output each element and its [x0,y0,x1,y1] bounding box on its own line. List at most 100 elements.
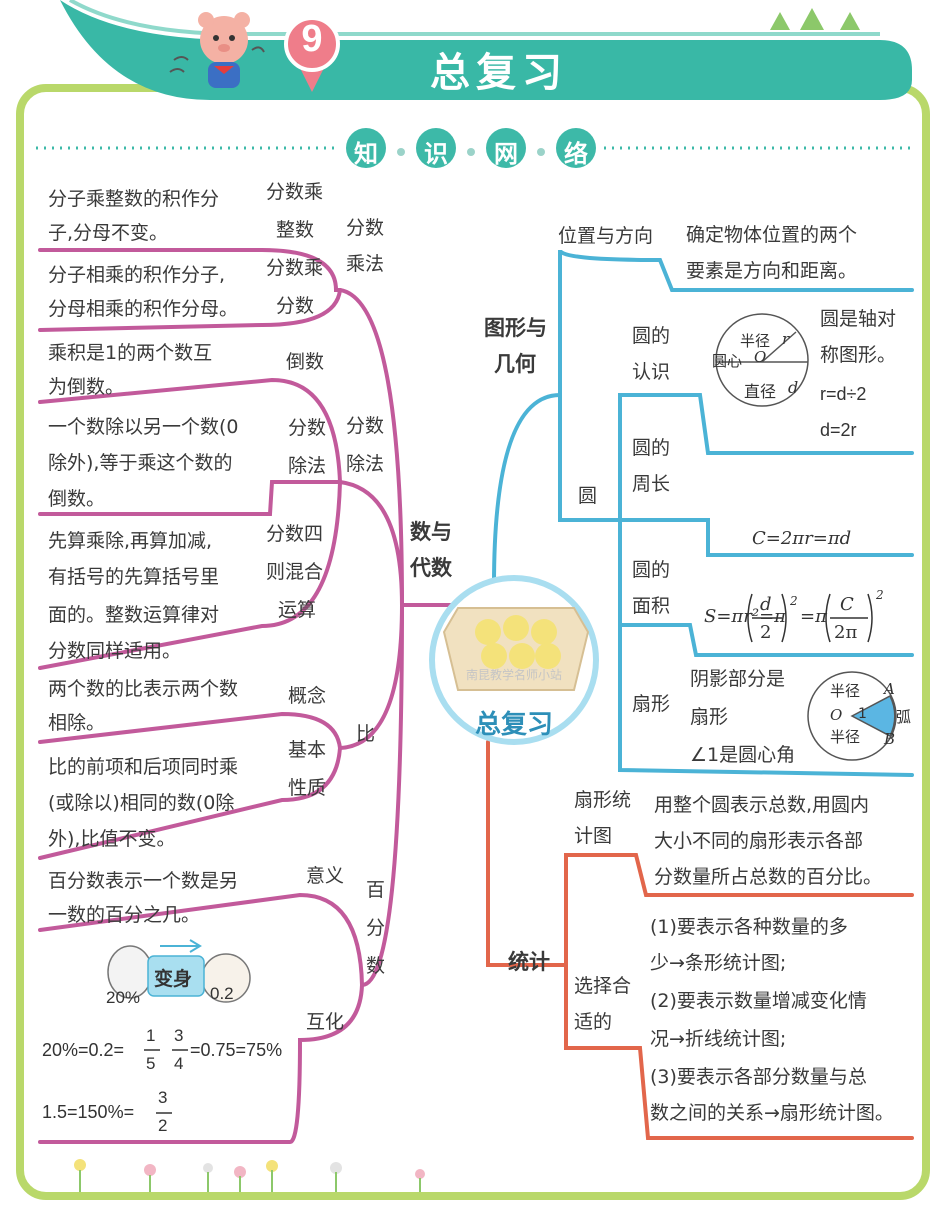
choose-rule-line-6: 数之间的关系→扇形统计图。 [650,1096,894,1130]
div-rule-line-3: 倒数。 [48,482,105,516]
percent-eq1-tail: =0.75=75% [190,1040,282,1061]
section-char-3: 网 [494,134,518,169]
percent-right-value: 0.2 [210,984,234,1004]
area-formula-2: 2 [760,622,771,643]
sector-arc: 弧 [896,706,911,727]
statistics-label: 统计 [508,944,550,981]
div-rule-line-1: 一个数除以另一个数(0 [48,410,239,444]
div-label-1: 分数 [288,410,326,447]
percent-eq2-text: 1.5=150%= [42,1102,134,1123]
fraction-div-label-2: 除法 [346,446,384,483]
circle-label: 圆 [578,478,597,515]
mixed-label-2: 则混合 [266,554,323,591]
pie-chart-label-2: 计图 [574,818,612,855]
know-circle-label-1: 圆的 [632,318,670,355]
ratio-property-label-1: 基本 [288,732,326,769]
choose-rule-line-1: (1)要表示各种数量的多 [650,910,848,944]
pie-chart-label-1: 扇形统 [574,782,631,819]
area-formula-part-1: S=πr²=π [704,606,786,627]
percent-label-1: 百 [366,872,385,909]
fraction-mult-label-1: 分数 [346,210,384,247]
area-formula-sq: 2 [876,588,884,602]
symmetry-line-2: 称图形。 [820,338,896,372]
frac-int-rule-line-2: 子,分母不变。 [48,216,168,250]
mixed-rule-line-1: 先算乘除,再算加减, [48,524,212,558]
sector-radius-top: 半径 [830,680,860,701]
sector-radius-bottom: 半径 [830,726,860,747]
percent-label-2: 分 [366,910,385,947]
percent-meaning-line-2: 一数的百分之几。 [48,898,200,932]
geometry-label-1: 图形与 [484,310,547,347]
formula-r: r=d÷2 [820,384,866,405]
sector-angle: 1 [858,706,867,722]
choose-label-2: 适的 [574,1004,612,1041]
eq2-frac-num: 3 [158,1088,167,1108]
sector-b: B [884,730,895,748]
area-formula-d: d [760,594,772,615]
center-label: 总复习 [464,704,564,741]
sector-desc-2: 扇形 [690,700,728,734]
position-rule-line-2: 要素是方向和距离。 [686,254,857,288]
frac-int-label-2: 整数 [276,212,314,249]
section-char-1: 知 [354,134,378,169]
sector-label: 扇形 [632,686,670,723]
reciprocal-label: 倒数 [286,344,324,381]
pie-rule-line-2: 大小不同的扇形表示各部 [654,824,863,858]
formula-d: d=2r [820,420,857,441]
ratio-property-line-1: 比的前项和后项同时乘 [48,750,238,784]
know-circle-label-2: 认识 [632,354,670,391]
center-watermark: 南昆教学名师小站 [452,666,576,683]
percent-left-value: 20% [106,988,140,1008]
symmetry-line-1: 圆是轴对 [820,302,896,336]
frac-int-label-1: 分数乘 [266,174,323,211]
section-char-4: 络 [564,134,588,169]
choose-rule-line-3: (2)要表示数量增减变化情 [650,984,867,1018]
ratio-concept-label: 概念 [288,678,326,715]
reciprocal-rule-line-1: 乘积是1的两个数互 [48,336,212,370]
mixed-rule-line-3: 面的。整数运算律对 [48,598,219,632]
choose-label-1: 选择合 [574,968,631,1005]
reciprocal-rule-line-2: 为倒数。 [48,370,124,404]
page-title: 总复习 [430,40,568,98]
eq2-frac-den: 2 [158,1116,167,1136]
percent-label-3: 数 [366,948,385,985]
circumference-label-2: 周长 [632,466,670,503]
center-text: 圆心 [712,350,742,371]
choose-rule-line-4: 况→折线统计图; [650,1022,786,1056]
center-var: O [754,348,766,366]
sector-desc-3: ∠1是圆心角 [690,738,795,772]
area-label-2: 面积 [632,588,670,625]
eq1-frac2-den: 4 [174,1054,183,1074]
mixed-rule-line-2: 有括号的先算括号里 [48,560,219,594]
choose-rule-line-5: (3)要表示各部分数量与总 [650,1060,867,1094]
div-rule-line-2: 除外),等于乘这个数的 [48,446,232,480]
ratio-property-line-2: (或除以)相同的数(0除 [48,786,234,820]
position-rule-line-1: 确定物体位置的两个 [686,218,857,252]
frac-frac-rule-line-2: 分母相乘的积作分母。 [48,292,238,326]
algebra-label-2: 代数 [410,550,452,587]
sector-desc-1: 阴影部分是 [690,662,785,696]
eq1-frac1-num: 1 [146,1026,155,1046]
mixed-label-1: 分数四 [266,516,323,553]
area-formula-eq: 2 [790,594,798,608]
chapter-number: 9 [296,18,328,61]
radius-var: r [782,330,789,348]
ratio-property-line-3: 外),比值不变。 [48,822,175,856]
ratio-label: 比 [356,716,375,753]
eq1-frac1-den: 5 [146,1054,155,1074]
ratio-concept-line-1: 两个数的比表示两个数 [48,672,238,706]
section-char-2: 识 [424,134,448,169]
div-label-2: 除法 [288,448,326,485]
diameter-var: d [788,378,798,397]
percent-eq1: 20%=0.2= [42,1040,124,1061]
pie-rule-line-1: 用整个圆表示总数,用圆内 [654,788,869,822]
area-formula-2pi: 2π [834,622,857,643]
frac-frac-label-1: 分数乘 [266,250,323,287]
frac-frac-rule-line-1: 分子相乘的积作分子, [48,258,225,292]
fraction-div-label-1: 分数 [346,408,384,445]
ratio-property-label-2: 性质 [288,770,326,807]
position-label: 位置与方向 [558,218,653,255]
circumference-formula: C=2πr=πd [752,528,851,549]
diameter-text: 直径 [744,378,776,402]
percent-meaning-line-1: 百分数表示一个数是另 [48,864,238,898]
